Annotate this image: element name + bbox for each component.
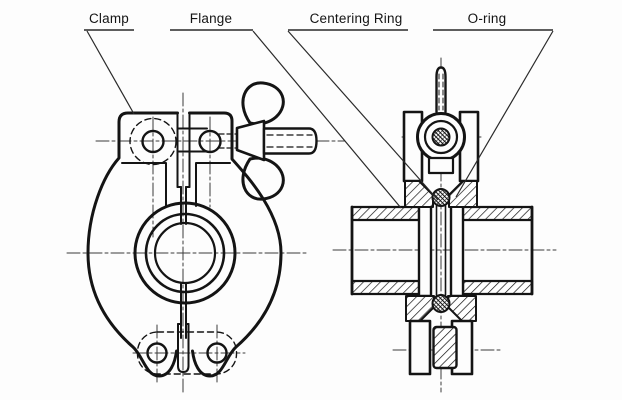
centering-ring-label: Centering Ring bbox=[310, 11, 403, 26]
left-tube-lower-wall bbox=[350, 279, 421, 296]
clamp-section-lower bbox=[405, 294, 477, 376]
right-tube-upper-wall bbox=[461, 205, 534, 222]
ring-middle-circle bbox=[144, 212, 226, 294]
bolt-hidden-lines bbox=[218, 133, 237, 149]
callouts: Clamp Flange Centering Ring O-ring bbox=[84, 11, 554, 209]
right-hinge-hole bbox=[206, 342, 228, 364]
left-lug-hole bbox=[141, 129, 165, 154]
o-ring-section-bottom bbox=[431, 294, 451, 313]
bolt-stud bbox=[435, 66, 447, 114]
left-tube-upper-wall bbox=[350, 205, 421, 222]
left-tube bbox=[350, 203, 433, 298]
right-lug-hole bbox=[198, 129, 222, 154]
clamp-front-view bbox=[66, 81, 346, 396]
flange-ring bbox=[133, 201, 237, 305]
clamp-left-half-outline bbox=[86, 111, 179, 378]
wing-nut-body bbox=[235, 119, 266, 162]
lower-left-jaw bbox=[405, 295, 435, 322]
clamp-leader-line bbox=[86, 30, 135, 115]
threaded-rod bbox=[262, 127, 318, 155]
o-ring-section-top bbox=[431, 188, 451, 207]
wing-upper bbox=[241, 81, 285, 126]
upper-left-jaw bbox=[404, 180, 434, 208]
o-ring-leader-line bbox=[455, 30, 554, 198]
clamp-section-upper bbox=[402, 66, 480, 208]
lug-holes bbox=[129, 117, 222, 166]
trunnion-middle-circle bbox=[423, 119, 459, 155]
flange-label: Flange bbox=[190, 11, 232, 26]
clamp-split-line bbox=[176, 112, 208, 373]
centering-ring-leader-line bbox=[287, 30, 439, 201]
right-tube-lower-wall bbox=[461, 279, 534, 296]
wing-nut bbox=[218, 81, 318, 201]
trunnion-core-section bbox=[431, 127, 451, 147]
clamp-section-view bbox=[332, 57, 557, 393]
threaded-rod-hidden-lines bbox=[266, 134, 313, 148]
left-lug-boss-hidden-circle bbox=[129, 117, 177, 166]
left-hinge-hole bbox=[146, 342, 168, 364]
clamp-body-outline bbox=[86, 111, 283, 378]
lower-bolt-section bbox=[432, 325, 458, 370]
flange-leader-line bbox=[252, 30, 402, 209]
leader-lines bbox=[86, 30, 554, 209]
bolt-stud-hidden-lines bbox=[438, 73, 444, 111]
neck-edges bbox=[121, 162, 231, 207]
clamp-label: Clamp bbox=[89, 11, 129, 26]
o-ring-label: O-ring bbox=[468, 11, 507, 26]
right-flange-section bbox=[449, 203, 465, 298]
ring-outer-circle bbox=[133, 201, 237, 305]
centering-ring-section bbox=[435, 205, 447, 296]
left-flange-section bbox=[417, 203, 433, 298]
trunnion-collar bbox=[427, 156, 455, 175]
lower-left-leg bbox=[408, 319, 432, 376]
clamp-right-half-outline bbox=[188, 111, 283, 378]
lower-right-jaw bbox=[447, 295, 477, 322]
hinge-boss-hidden-outline bbox=[136, 331, 238, 375]
hinge-lugs bbox=[136, 331, 238, 375]
ring-bore-circle bbox=[153, 221, 217, 285]
